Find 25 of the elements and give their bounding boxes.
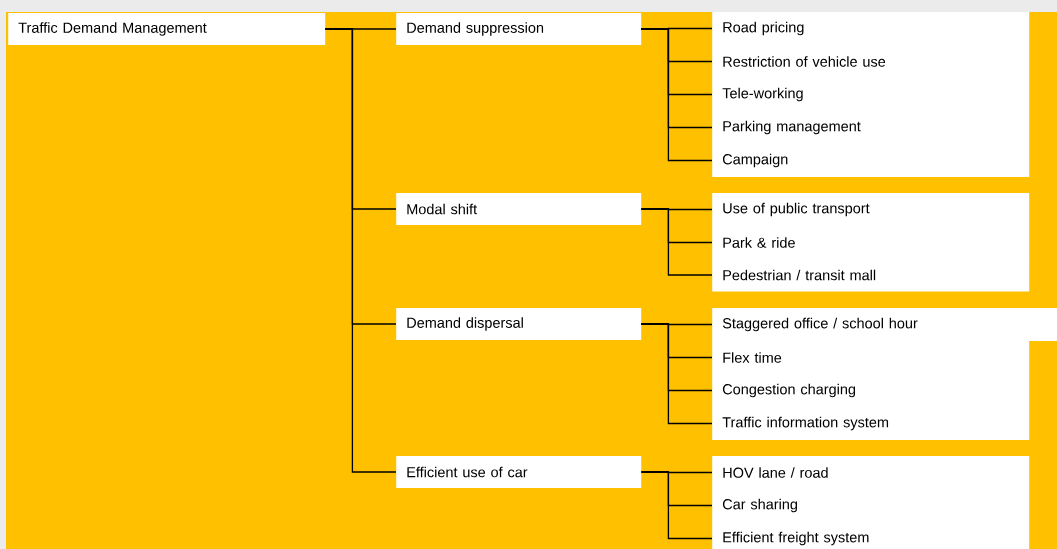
root-box: Traffic Demand Management (8, 13, 326, 45)
item-label: Use of public transport (712, 193, 1030, 226)
item-label: Flex time (712, 341, 1030, 374)
category-box: Efficient use of car (396, 456, 642, 488)
item-label: Tele-working (712, 78, 1030, 111)
item-label: Campaign (712, 144, 1030, 177)
item-label: Efficient freight system (712, 522, 1030, 549)
category-box: Modal shift (396, 193, 642, 225)
item-label: Car sharing (712, 489, 1030, 522)
category-box: Demand dispersal (396, 308, 642, 340)
item-label: Road pricing (712, 12, 1030, 45)
connector (324, 28, 397, 473)
connector (640, 323, 713, 425)
item-label: Staggered office / school hour (712, 308, 1057, 341)
category-box: Demand suppression (396, 13, 642, 45)
item-label: Park & ride (712, 226, 1030, 259)
item-label: Congestion charging (712, 374, 1030, 407)
item-label: Traffic information system (712, 407, 1030, 440)
connector (640, 471, 713, 540)
item-label: Restriction of vehicle use (712, 45, 1030, 78)
connector (640, 28, 713, 162)
item-label: Parking management (712, 111, 1030, 144)
item-label: Pedestrian / transit mall (712, 258, 1030, 292)
item-label: HOV lane / road (712, 456, 1030, 489)
connector (640, 208, 713, 276)
